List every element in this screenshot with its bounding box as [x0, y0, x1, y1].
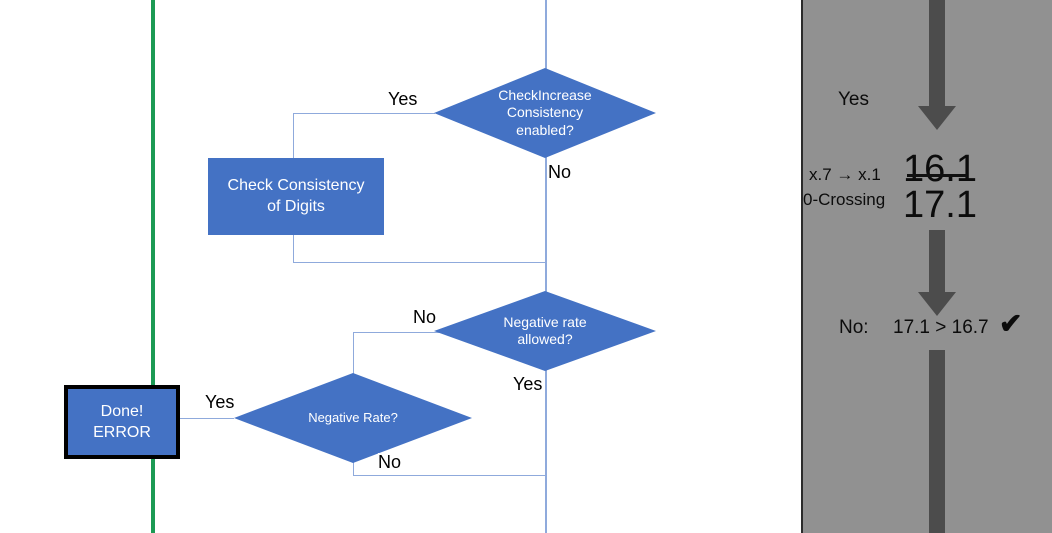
annotation-panel: Yes x.7 → x.1 0-Crossing 16.1 17.1 No: 1… — [801, 0, 1052, 533]
panel-arrow-head-top-icon — [918, 106, 956, 130]
decision-negative-rate[interactable]: Negative Rate? — [234, 373, 472, 463]
panel-result-expression: 17.1 > 16.7 — [893, 317, 989, 338]
decision-negative-rate-allowed[interactable]: Negative rate allowed? — [434, 291, 656, 371]
connector-top-spine — [545, 0, 547, 78]
panel-value-strikethrough — [907, 174, 967, 177]
edge-label-checkincrease-no: No — [548, 162, 572, 182]
panel-arrow-shaft-middle — [929, 230, 945, 292]
decision-check-increase-consistency[interactable]: CheckIncrease Consistency enabled? — [434, 68, 656, 158]
panel-result-prefix: No: — [839, 317, 869, 338]
panel-value-current: 17.1 — [903, 184, 977, 226]
decision-negative-rate-allowed-line2: allowed? — [517, 331, 573, 347]
connector-negallowed-no-vertical — [353, 332, 354, 376]
terminator-done-error[interactable]: Done! ERROR — [64, 385, 180, 459]
panel-label-crossing-line2: 0-Crossing — [803, 190, 886, 209]
green-divider-line — [151, 0, 155, 533]
panel-label-yes: Yes — [838, 89, 869, 110]
edge-label-negrate-no: No — [378, 452, 402, 472]
decision-negative-rate-label: Negative Rate? — [308, 409, 398, 425]
connector-negallowed-no-horizontal — [353, 332, 441, 333]
terminator-error-label: ERROR — [93, 424, 151, 441]
process-check-consistency-of-digits[interactable]: Check Consistency of Digits — [208, 158, 384, 235]
edge-label-negallowed-yes: Yes — [513, 374, 543, 394]
edge-label-checkincrease-yes: Yes — [388, 89, 418, 109]
process-check-consistency-line2: of Digits — [267, 197, 325, 215]
panel-check-icon: ✔ — [999, 308, 1023, 339]
decision-check-increase-line2: Consistency — [506, 104, 584, 121]
edge-label-negallowed-no: No — [413, 307, 437, 327]
panel-arrow-shaft-bottom — [929, 350, 945, 533]
edge-label-done-error-yes: Yes — [205, 392, 235, 412]
process-check-consistency-line1: Check Consistency — [227, 176, 365, 194]
connector-checkincrease-no-vertical — [545, 148, 547, 262]
connector-negrate-no-vertical — [353, 460, 354, 476]
connector-checkincrease-yes-horizontal — [293, 113, 435, 114]
panel-value-struck: 16.1 — [903, 148, 977, 190]
decision-check-increase-line1: CheckIncrease — [498, 86, 592, 103]
panel-arrow-head-middle-icon — [918, 292, 956, 316]
connector-negrate-yes-horizontal — [172, 418, 234, 419]
decision-negative-rate-allowed-line1: Negative rate — [503, 313, 587, 330]
panel-arrow-shaft-top — [929, 0, 945, 106]
decision-check-increase-line3: enabled? — [516, 121, 574, 138]
terminator-done-label: Done! — [100, 402, 144, 420]
connector-process-out-horizontal — [293, 262, 546, 263]
connector-checkincrease-yes-vertical — [293, 113, 294, 158]
connector-spine-to-negative-allowed — [545, 262, 547, 296]
connector-negallowed-yes-vertical — [545, 366, 547, 533]
connector-process-out-vertical — [293, 234, 294, 262]
panel-label-crossing-line1: x.7 → x.1 — [809, 165, 881, 184]
connector-negrate-no-horizontal — [353, 475, 546, 476]
